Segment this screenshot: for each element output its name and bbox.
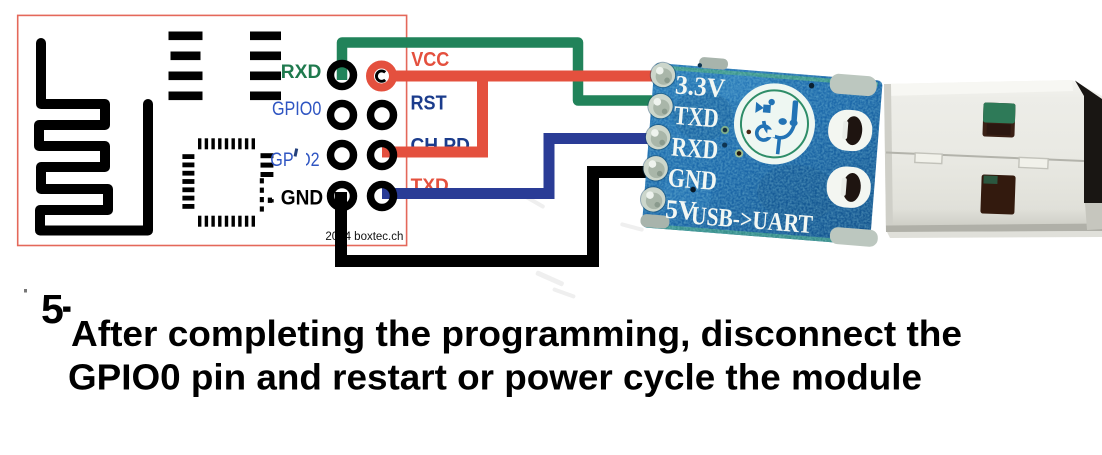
svg-text:GPIO0 pin and restart or power: GPIO0 pin and restart or power cycle the…	[68, 357, 922, 398]
svg-text:RST: RST	[411, 92, 447, 114]
svg-text:TXD: TXD	[673, 100, 720, 133]
svg-text:VCC: VCC	[411, 49, 449, 71]
svg-text:3.3V: 3.3V	[674, 69, 727, 103]
svg-text:RXD: RXD	[670, 131, 719, 165]
svg-text:5: 5	[41, 286, 64, 332]
svg-text:GND: GND	[281, 186, 323, 210]
svg-text:After completing the programmi: After completing the programming, discon…	[71, 313, 962, 354]
svg-text:GPIO0: GPIO0	[272, 99, 321, 120]
svg-text:RXD: RXD	[281, 62, 322, 83]
svg-text:5V: 5V	[664, 194, 698, 226]
